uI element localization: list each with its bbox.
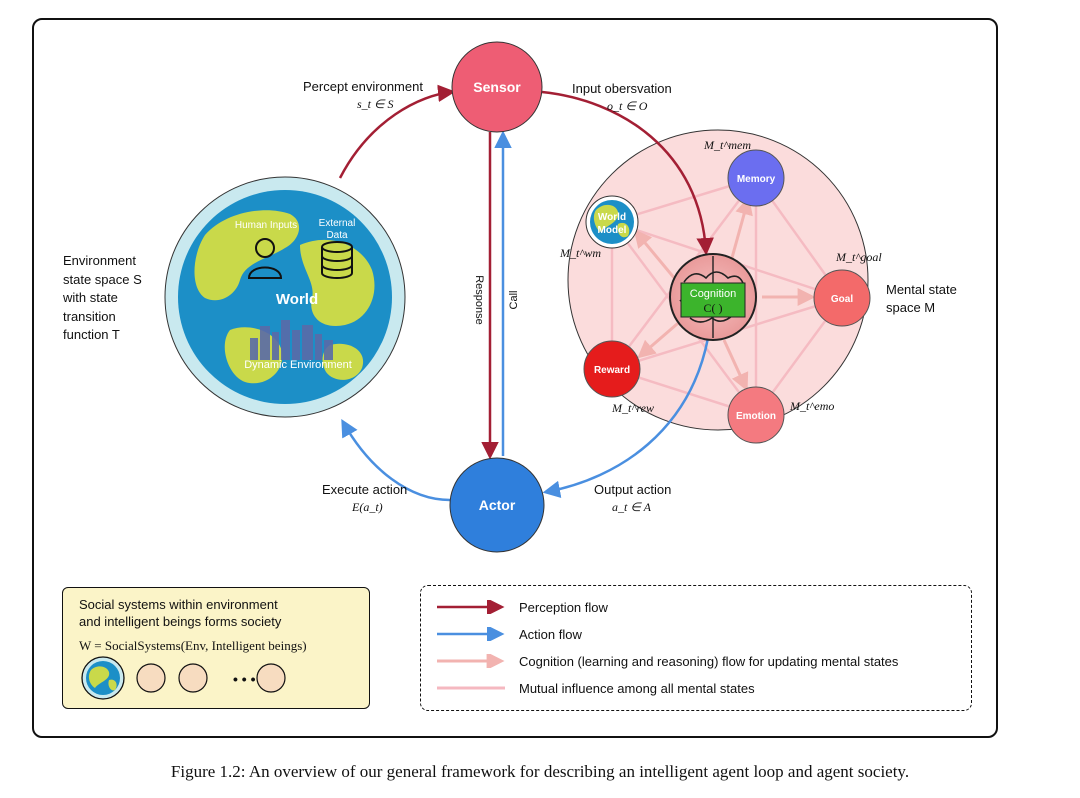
cognition-box	[680, 282, 746, 318]
action-arrow-cognition-to-actor	[542, 337, 710, 498]
cognition-label: Cognition	[690, 288, 736, 300]
external-data-label-2: Data	[326, 230, 348, 241]
social-title: Social systems within environment and in…	[79, 597, 282, 629]
world-model-node	[585, 195, 639, 249]
goal-node	[813, 269, 871, 327]
human-inputs-icon	[247, 238, 283, 279]
world-label: World	[276, 291, 318, 308]
society-being-1	[136, 663, 166, 693]
society-ellipsis: • • •	[233, 671, 256, 687]
figure-frame	[32, 18, 998, 738]
execute-action-label: Execute action	[322, 482, 408, 497]
world-model-label-1: World	[598, 212, 626, 223]
external-data-icon	[321, 241, 353, 279]
execute-formula: E(a_t)	[352, 500, 383, 514]
percept-environment-label: Percept environment	[303, 79, 423, 94]
sensor-node	[451, 41, 543, 133]
percept-formula: s_t ∈ S	[357, 97, 394, 111]
legend-perception-swatch	[437, 600, 505, 614]
sensor-label: Sensor	[473, 79, 521, 95]
legend-action: Action flow	[435, 625, 582, 643]
human-inputs-label: Human Inputs	[235, 220, 297, 231]
memory-label: Memory	[737, 174, 776, 185]
legend-action-swatch	[437, 627, 505, 641]
input-formula: o_t ∈ O	[607, 99, 648, 113]
legend-cognition-swatch	[437, 654, 505, 668]
reward-node	[583, 340, 641, 398]
m-rew-label: M_t^rew	[612, 401, 654, 415]
society-being-2	[178, 663, 208, 693]
call-label: Call	[508, 291, 520, 310]
m-wm-label: M_t^wm	[560, 246, 602, 260]
world-model-label-2: Model	[598, 225, 627, 236]
emotion-label: Emotion	[736, 411, 776, 422]
legend-mutual-influence: Mutual influence among all mental states	[435, 679, 755, 697]
response-label: Response	[473, 275, 485, 325]
cognition-formula: C( )	[704, 301, 723, 315]
emotion-node	[727, 386, 785, 444]
actor-node	[449, 457, 545, 553]
society-globe-icon	[81, 656, 125, 700]
environment-state-space-label: Environment state space S with state tra…	[63, 253, 142, 342]
social-systems-box: Social systems within environment and in…	[62, 587, 370, 709]
legend-mutual-swatch	[437, 686, 505, 690]
society-being-3	[256, 663, 286, 693]
reward-label: Reward	[594, 365, 630, 376]
cognition-flow-arrows	[633, 196, 816, 392]
external-data-label-1: External	[319, 218, 356, 229]
legend-box: Perception flow Action flow Cognition (l…	[420, 585, 972, 711]
actor-label: Actor	[479, 497, 516, 513]
perception-arrow-sensor-to-cognition	[541, 90, 714, 256]
figure-caption: Figure 1.2: An overview of our general f…	[170, 762, 910, 781]
input-observation-label: Input obersvation	[572, 81, 672, 96]
goal-label: Goal	[831, 294, 853, 305]
dynamic-environment-label: Dynamic Environment	[244, 359, 352, 371]
world-globe	[164, 176, 406, 418]
social-formula: W = SocialSystems(Env, Intelligent being…	[79, 638, 307, 653]
m-mem-label: M_t^mem	[704, 138, 752, 152]
legend-cognition: Cognition (learning and reasoning) flow …	[435, 652, 898, 670]
action-arrow-actor-to-world	[341, 418, 451, 502]
m-goal-label: M_t^goal	[836, 250, 882, 264]
perception-arrow-world-to-sensor	[338, 84, 456, 179]
mental-state-space-label: Mental state space M	[886, 282, 957, 315]
output-action-label: Output action	[594, 482, 672, 497]
memory-node	[727, 149, 785, 207]
output-formula: a_t ∈ A	[612, 500, 651, 514]
m-emo-label: M_t^emo	[790, 399, 835, 413]
legend-perception: Perception flow	[435, 598, 608, 616]
society-icons: • • •	[81, 656, 286, 700]
